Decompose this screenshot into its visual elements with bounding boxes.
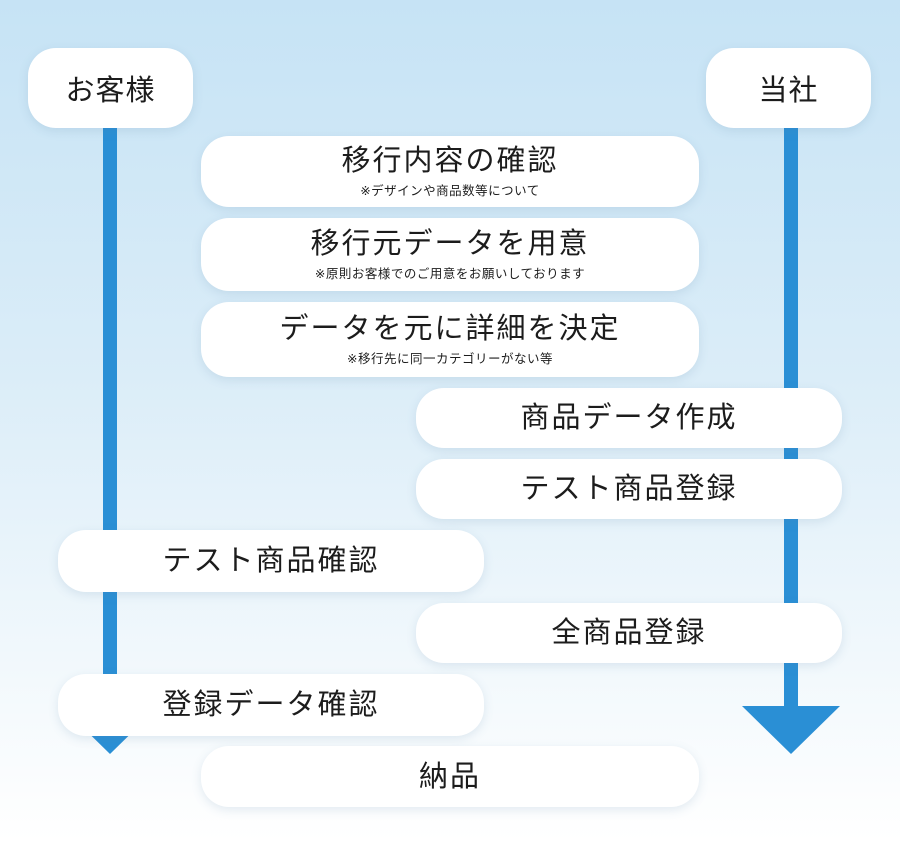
step-create-product-data: 商品データ作成 <box>416 388 842 448</box>
step-register-test-product: テスト商品登録 <box>416 459 842 519</box>
step-title: 商品データ作成 <box>520 400 738 435</box>
company-arrow-head <box>742 706 840 754</box>
step-note: ※原則お客様でのご用意をお願いしております <box>314 265 586 281</box>
step-migration-content-check: 移行内容の確認 ※デザインや商品数等について <box>201 136 699 207</box>
step-decide-details: データを元に詳細を決定 ※移行先に同一カテゴリーがない等 <box>201 302 699 377</box>
company-lane-text: 当社 <box>758 73 819 107</box>
step-note: ※移行先に同一カテゴリーがない等 <box>347 350 553 366</box>
step-title: 登録データ確認 <box>162 687 380 722</box>
step-title: 納品 <box>418 758 481 793</box>
step-register-all-products: 全商品登録 <box>416 603 842 663</box>
step-title: 移行内容の確認 <box>341 143 559 178</box>
customer-lane-label: お客様 <box>28 48 193 128</box>
step-check-test-product: テスト商品確認 <box>58 530 484 592</box>
step-title: データを元に詳細を決定 <box>279 311 621 346</box>
company-lane-label: 当社 <box>706 48 871 128</box>
step-title: 全商品登録 <box>551 615 707 650</box>
step-check-registered-data: 登録データ確認 <box>58 674 484 736</box>
step-title: テスト商品登録 <box>520 471 738 506</box>
step-title: テスト商品確認 <box>162 543 380 578</box>
step-note: ※デザインや商品数等について <box>360 182 540 198</box>
customer-arrow-shaft <box>103 128 117 708</box>
step-delivery: 納品 <box>201 746 699 807</box>
step-title: 移行元データを用意 <box>310 226 590 261</box>
customer-lane-text: お客様 <box>65 73 156 107</box>
step-prepare-source-data: 移行元データを用意 ※原則お客様でのご用意をお願いしております <box>201 218 699 291</box>
